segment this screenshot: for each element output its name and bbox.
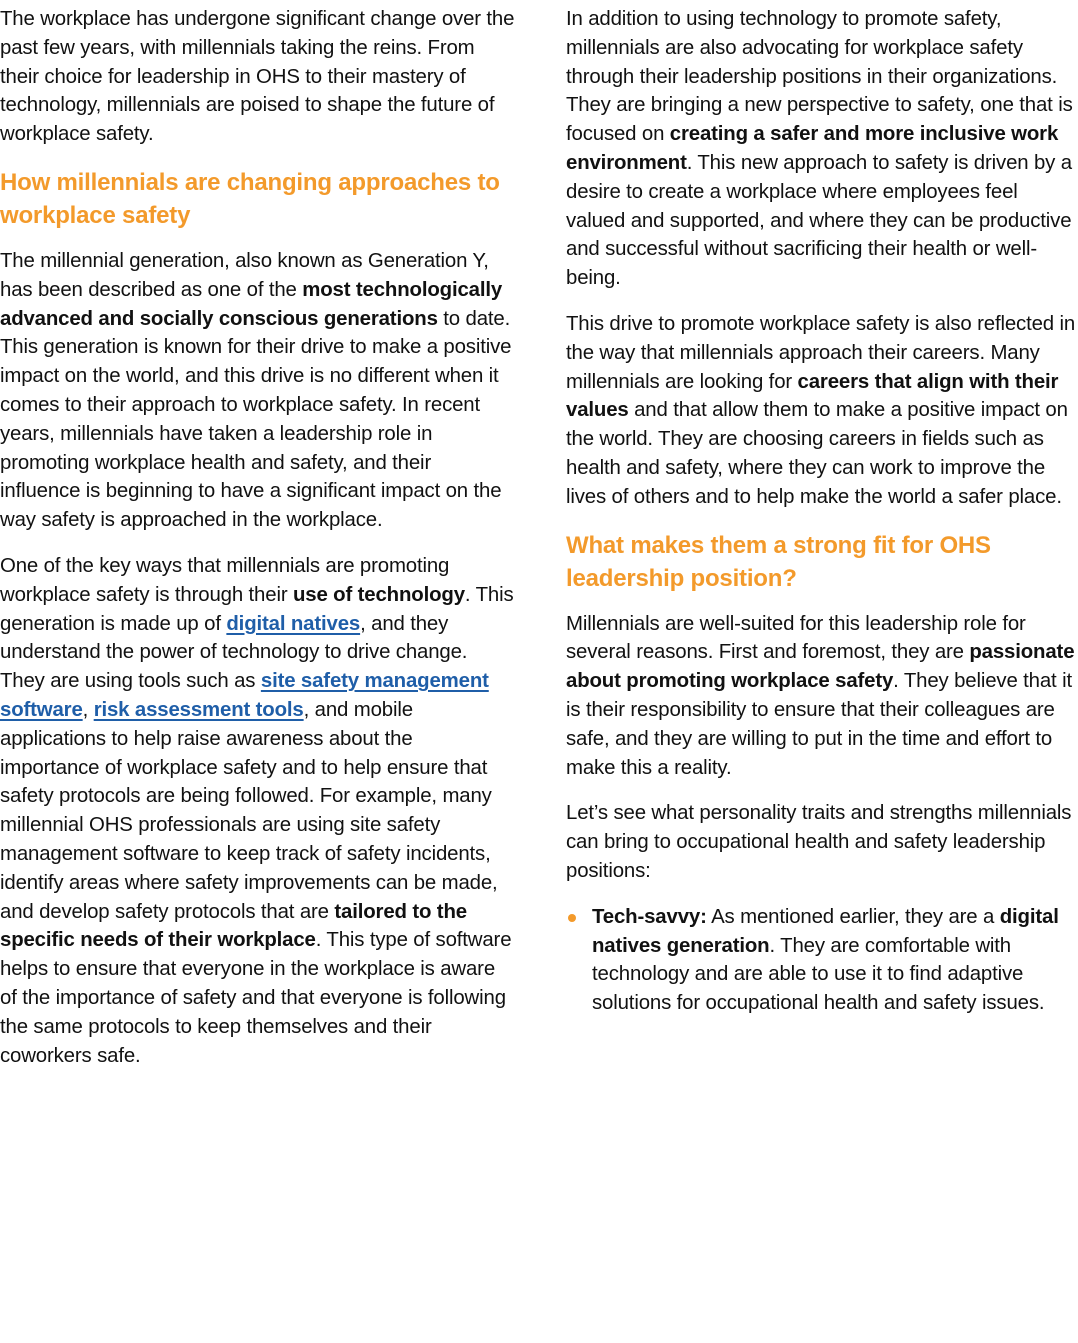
list-item: Tech-savvy: As mentioned earlier, they a… bbox=[566, 903, 1078, 1018]
bold-text: most technologically advanced and social… bbox=[0, 278, 503, 330]
bold-text: digital natives generation bbox=[592, 905, 1059, 957]
text: As mentioned earlier, they are a bbox=[706, 905, 1000, 928]
intro-paragraph: The workplace has undergone significant … bbox=[0, 5, 515, 149]
text: to date. This generation is known for th… bbox=[0, 307, 512, 532]
text: , and mobile applications to help raise … bbox=[0, 698, 498, 923]
leadership-advocacy-paragraph: In addition to using technology to promo… bbox=[566, 5, 1078, 293]
bold-text: passionate about promoting workplace saf… bbox=[566, 641, 1075, 693]
text: . This type of software helps to ensure … bbox=[0, 929, 512, 1067]
text: , and they understand the power of techn… bbox=[0, 612, 468, 693]
text: One of the key ways that millennials are… bbox=[0, 554, 450, 606]
technology-paragraph: One of the key ways that millennials are… bbox=[0, 552, 515, 1070]
bold-text: creating a safer and more inclusive work… bbox=[566, 123, 1059, 174]
bold-text: careers that align with their values bbox=[566, 370, 1059, 422]
traits-intro-paragraph: Let’s see what personality traits and st… bbox=[566, 802, 1072, 882]
bold-text: tailored to the specific needs of their … bbox=[0, 900, 467, 952]
section-heading-strong-fit: What makes them a strong fit for OHS lea… bbox=[566, 531, 991, 592]
text: In addition to using technology to promo… bbox=[566, 8, 1073, 146]
bullet-dot-icon bbox=[568, 913, 576, 922]
text: Millennials are well-suited for this lea… bbox=[566, 612, 1026, 664]
text: . This generation is made up of bbox=[0, 583, 514, 635]
left-column: The workplace has undergone significant … bbox=[0, 0, 515, 1087]
right-column: In addition to using technology to promo… bbox=[566, 0, 1078, 1018]
text: . They believe that it is their responsi… bbox=[566, 670, 1072, 779]
intro-text: The workplace has undergone significant … bbox=[0, 8, 515, 146]
trait-title: Tech-savvy: bbox=[592, 905, 707, 928]
section-heading-changing-approaches: How millennials are changing approaches … bbox=[0, 168, 500, 229]
text: . They are comfortable with technology a… bbox=[592, 934, 1045, 1015]
site-safety-management-software-link[interactable]: site safety management software bbox=[0, 670, 489, 721]
text: , bbox=[82, 698, 94, 721]
risk-assessment-tools-link[interactable]: risk assessment tools bbox=[93, 698, 304, 721]
text: This drive to promote workplace safety i… bbox=[566, 312, 1076, 393]
careers-paragraph: This drive to promote workplace safety i… bbox=[566, 310, 1078, 512]
generation-y-paragraph: The millennial generation, also known as… bbox=[0, 247, 515, 535]
text: and that allow them to make a positive i… bbox=[566, 399, 1068, 508]
text: . This new approach to safety is driven … bbox=[566, 151, 1072, 290]
digital-natives-link[interactable]: digital natives bbox=[226, 612, 361, 635]
well-suited-paragraph: Millennials are well-suited for this lea… bbox=[566, 610, 1078, 783]
bold-text: use of technology bbox=[292, 583, 465, 606]
text: The millennial generation, also known as… bbox=[0, 249, 489, 301]
traits-list: Tech-savvy: As mentioned earlier, they a… bbox=[566, 903, 1078, 1018]
